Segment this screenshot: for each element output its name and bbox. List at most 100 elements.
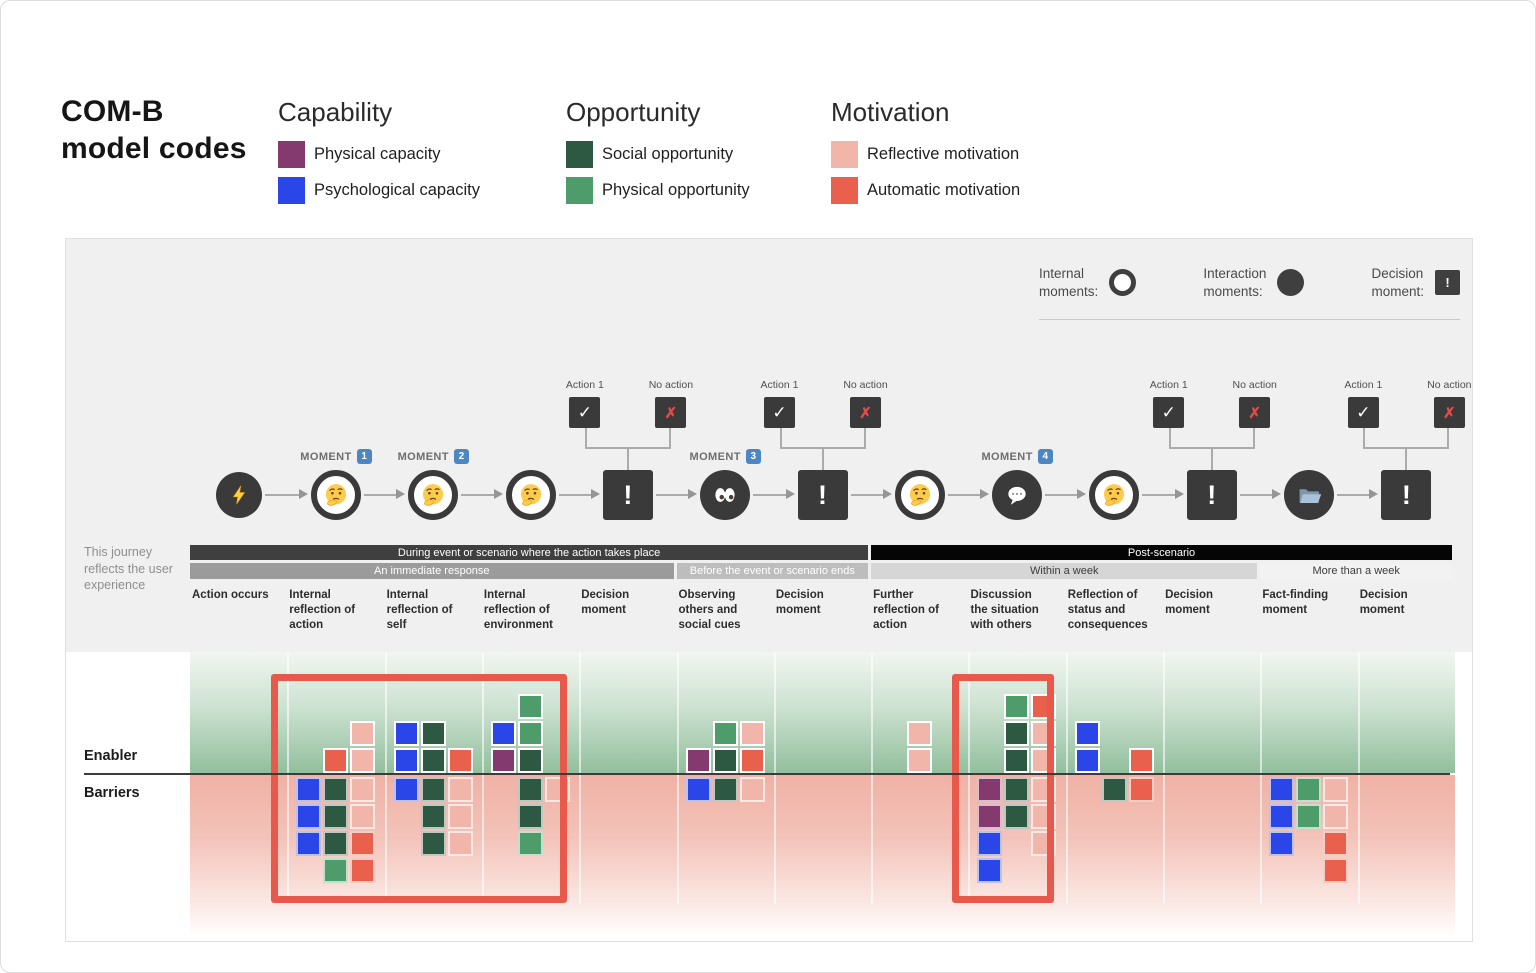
so-code-cell [420, 721, 446, 746]
so-code-cell [323, 804, 349, 829]
action-label: Action 1 [1149, 379, 1188, 391]
interaction-moment-node [700, 470, 751, 520]
moment-text: MOMENT [981, 450, 1033, 463]
social-opportunity-swatch [566, 141, 593, 168]
barrier-gradient [190, 775, 1455, 941]
legend-label: Internal moments: [1039, 266, 1099, 299]
interaction-moment-node [215, 472, 262, 518]
legend-item: Social opportunity [566, 141, 750, 168]
legend-item: Physical opportunity [566, 177, 750, 204]
flow-connector [1239, 494, 1274, 496]
so-code-cell [517, 804, 543, 829]
reflective-motivation-swatch [831, 141, 858, 168]
legend-item: Physical capacity [278, 141, 480, 168]
codes-chart [66, 652, 1472, 941]
internal-moments-legend: Internal moments: [1039, 265, 1137, 300]
interaction-moment-icon [1277, 269, 1305, 297]
legend-item-label: Reflective motivation [867, 145, 1020, 163]
psc-code-cell [393, 777, 419, 802]
flow-connector [753, 494, 787, 496]
column-label: Fact-finding moment [1262, 589, 1329, 616]
so-code-cell [712, 748, 738, 773]
psc-code-cell [977, 858, 1003, 883]
so-code-cell [420, 748, 446, 773]
pc-code-cell [977, 777, 1003, 802]
automatic-motivation-swatch [831, 177, 858, 204]
decision-moment-node: ! [1381, 470, 1432, 520]
am-code-cell [350, 831, 376, 856]
lightning-icon [228, 484, 250, 506]
thinking-face-icon [1101, 482, 1127, 508]
journey-note: This journey reflects the user experienc… [84, 545, 173, 592]
rm-code-cell [350, 748, 376, 773]
po-code-cell [1004, 694, 1030, 719]
po-code-cell [1296, 777, 1322, 802]
no-action-label: No action [648, 379, 694, 391]
codes-chart-section: Enabler Barriers [66, 652, 1472, 941]
flow-connector [558, 494, 592, 496]
column-label: Decision moment [1165, 589, 1213, 616]
page-title: COM-B model codes [61, 95, 247, 166]
am-code-cell [1323, 858, 1349, 883]
legend-group-opportunity: Opportunity Social opportunity Physical … [566, 97, 750, 204]
highlight-box [271, 674, 568, 903]
legend-item: Automatic motivation [831, 177, 1020, 204]
am-code-cell [1323, 831, 1349, 856]
phase-segment: An immediate response [190, 563, 674, 579]
so-code-cell [1004, 804, 1030, 829]
po-code-cell [517, 694, 543, 719]
column-label: Internal reflection of action [289, 589, 356, 631]
column-label: Further reflection of action [873, 589, 939, 631]
decision-moment-icon: ! [1434, 270, 1460, 296]
moment-number-keycap-icon: 1 [356, 449, 372, 464]
flow-arrow-icon [980, 489, 990, 499]
branch-connector-stem [626, 447, 629, 470]
decision-moment-node: ! [1186, 470, 1237, 520]
internal-moment-node [894, 470, 945, 520]
flow-connector [461, 494, 495, 496]
legend-label: Decision moment: [1371, 266, 1424, 299]
highlight-box [952, 674, 1054, 903]
speech-balloon-icon [1004, 482, 1030, 508]
legend-label: Interaction moments: [1203, 266, 1267, 299]
flow-arrow-icon [396, 489, 406, 499]
rm-code-cell [447, 804, 473, 829]
am-code-cell [1128, 748, 1154, 773]
legend-group-motivation: Motivation Reflective motivation Automat… [831, 97, 1020, 204]
psc-code-cell [685, 777, 711, 802]
so-code-cell [420, 777, 446, 802]
journey-panel: Internal moments: Interaction moments: D… [65, 238, 1473, 942]
so-code-cell [323, 831, 349, 856]
psc-code-cell [393, 721, 419, 746]
internal-moment-node [310, 470, 361, 520]
so-code-cell [1004, 721, 1030, 746]
so-code-cell [420, 831, 446, 856]
internal-moment-node [505, 470, 556, 520]
branch-connector-stem [1210, 447, 1213, 470]
phase-bars: During event or scenario where the actio… [190, 239, 1455, 652]
decision-moment-legend: Decision moment: ! [1371, 265, 1460, 300]
rm-code-cell [907, 721, 933, 746]
legend-group-title: Capability [278, 97, 393, 127]
flow-arrow-icon [1174, 489, 1184, 499]
action-check-icon: ✓ [764, 397, 795, 428]
am-code-cell [1128, 777, 1154, 802]
column-gridline [287, 652, 290, 904]
moments-legend: Internal moments: Interaction moments: D… [1039, 265, 1460, 300]
pc-code-cell [685, 748, 711, 773]
flow-arrow-icon [493, 489, 503, 499]
enabler-barrier-axis [84, 773, 1450, 775]
column-gridline [579, 652, 582, 904]
flow-connector [264, 494, 300, 496]
branch-connector-stem [1405, 447, 1408, 470]
column-label: Internal reflection of environment [483, 589, 553, 631]
moment-number-keycap-icon: 3 [745, 449, 761, 464]
psc-code-cell [1074, 748, 1100, 773]
branch-connector-stem [821, 447, 824, 470]
so-code-cell [1101, 777, 1127, 802]
